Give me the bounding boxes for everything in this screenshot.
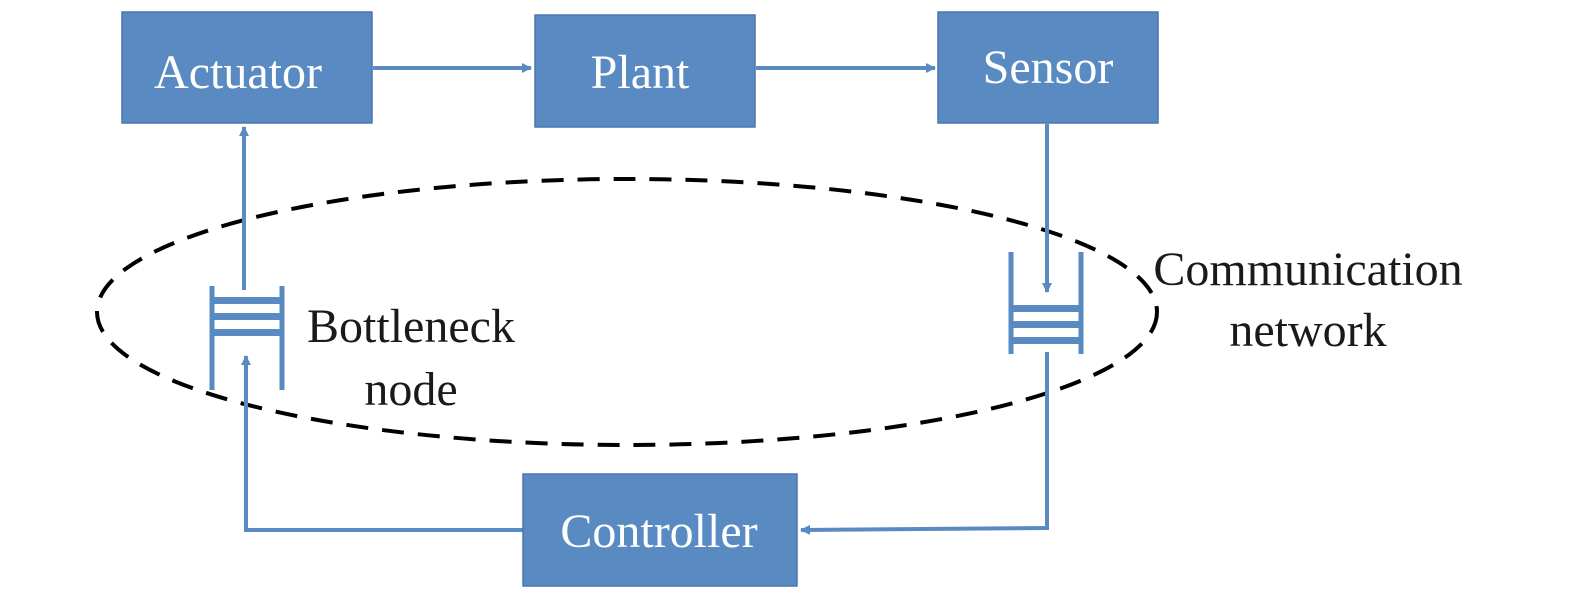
network-label-line2: network — [1229, 304, 1386, 357]
arrow-network-queue-to-controller — [800, 352, 1049, 535]
plant-label: Plant — [591, 46, 690, 99]
connectors — [239, 63, 1052, 535]
bottleneck-queue-icon — [209, 286, 285, 390]
plant-block: Plant — [534, 14, 756, 128]
actuator-block: Actuator — [121, 11, 373, 124]
controller-block: Controller — [522, 473, 798, 587]
controller-label: Controller — [560, 505, 757, 558]
bottleneck-label-line1: Bottleneck — [307, 300, 515, 353]
communication-network-boundary — [95, 177, 1159, 447]
sensor-block: Sensor — [937, 11, 1159, 124]
network-queue-icon — [1008, 252, 1084, 354]
network-label-line1: Communication — [1153, 243, 1462, 296]
bottleneck-label-line2: node — [364, 363, 457, 416]
arrow-controller-to-bottleneck-queue — [241, 355, 523, 532]
actuator-label: Actuator — [154, 46, 322, 99]
sensor-label: Sensor — [983, 41, 1114, 94]
